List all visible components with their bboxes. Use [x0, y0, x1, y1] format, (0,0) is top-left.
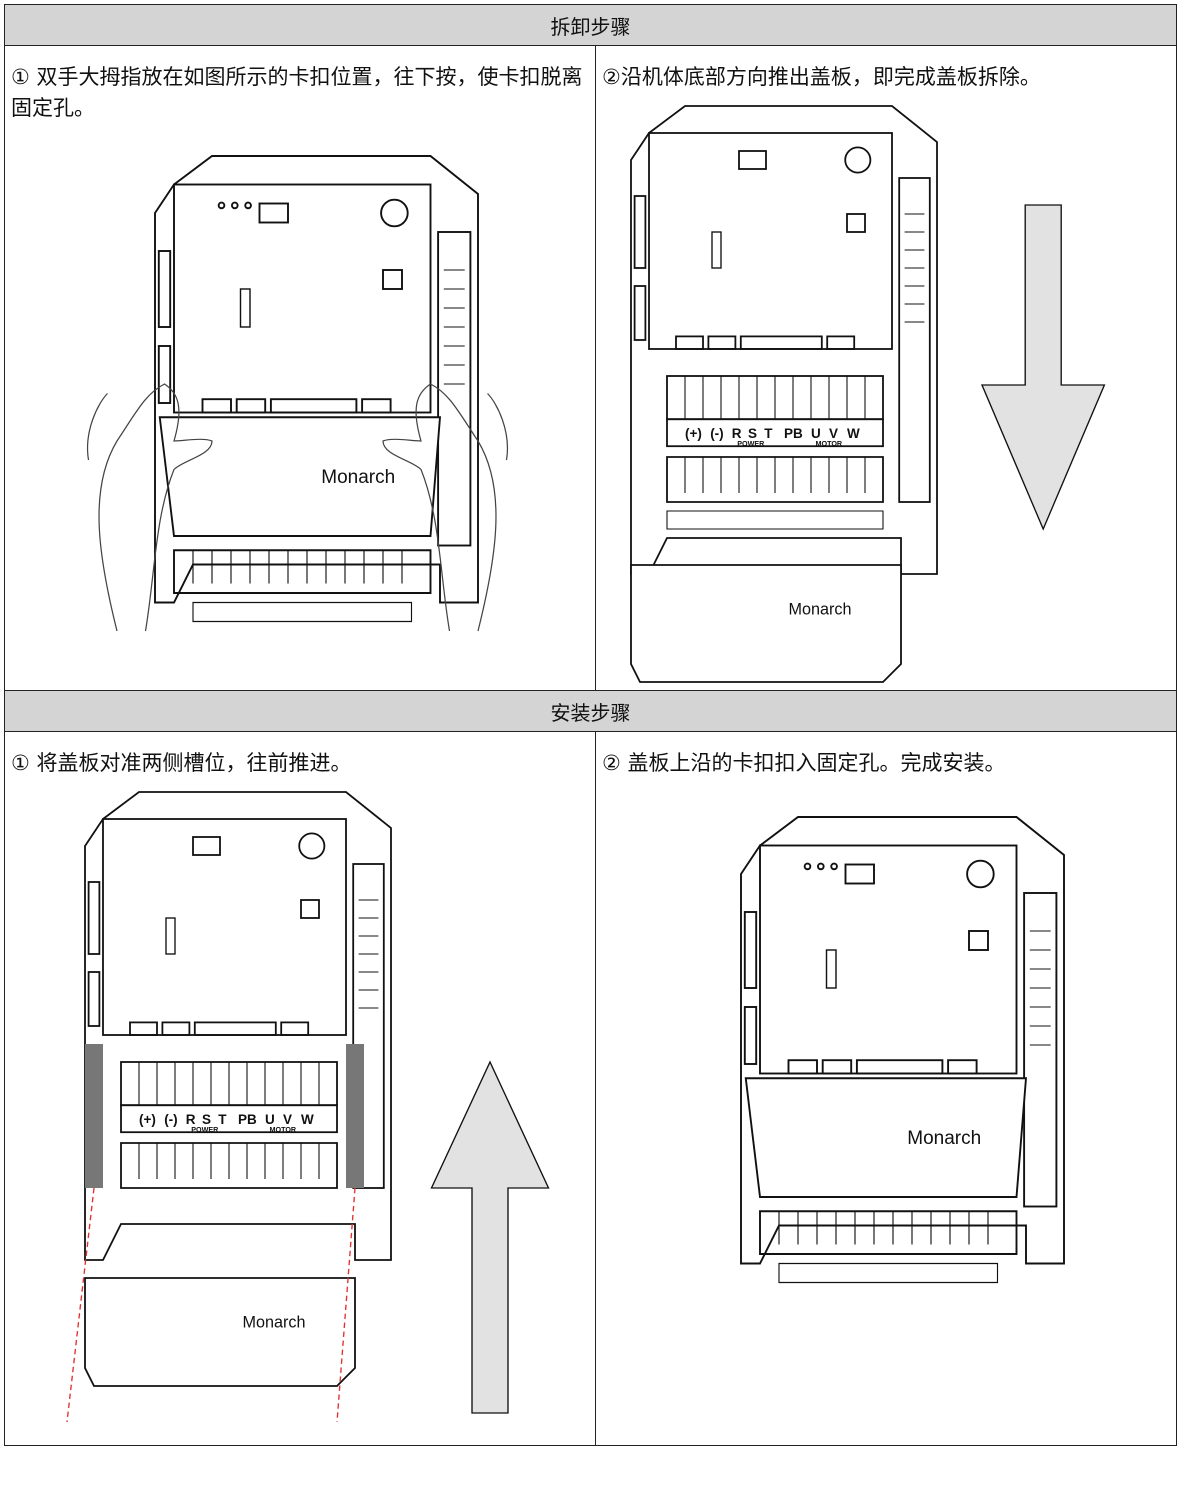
- power-label: POWER: [737, 439, 765, 448]
- terminal-plus: (+): [685, 426, 702, 441]
- terminal-s: S: [202, 1112, 211, 1127]
- cover-plate: [630, 564, 902, 683]
- terminal-w: W: [301, 1112, 314, 1127]
- removal-step1-text: ① 双手大拇指放在如图所示的卡扣位置，往下按，使卡扣脱离固定孔。: [11, 65, 583, 120]
- install-step1-text: ① 将盖板对准两侧槽位，往前推进。: [11, 751, 352, 775]
- terminal-v: V: [283, 1112, 292, 1127]
- terminal-plus: (+): [139, 1112, 156, 1127]
- terminal-w: W: [847, 426, 860, 441]
- removal-step2-text: ②沿机体底部方向推出盖板，即完成盖板拆除。: [602, 65, 1041, 89]
- terminal-u: U: [811, 426, 821, 441]
- terminal-u: U: [265, 1112, 275, 1127]
- terminal-pb: PB: [238, 1112, 257, 1127]
- terminal-t: T: [764, 426, 773, 441]
- instruction-table: 拆卸步骤 ① 双手大拇指放在如图所示的卡扣位置，往下按，使卡扣脱离固定孔。: [4, 4, 1177, 1446]
- terminal-minus: (-): [710, 426, 724, 441]
- left-slot: [85, 1044, 103, 1188]
- cover-brand-label: Monarch: [789, 601, 852, 619]
- power-label: POWER: [191, 1125, 219, 1134]
- removal-step2-cell: ②沿机体底部方向推出盖板，即完成盖板拆除。: [595, 45, 1177, 691]
- terminal-r: R: [186, 1112, 196, 1127]
- removal-step1-cell: ① 双手大拇指放在如图所示的卡扣位置，往下按，使卡扣脱离固定孔。: [4, 45, 596, 691]
- install-step1-cell: ① 将盖板对准两侧槽位，往前推进。: [4, 731, 596, 1446]
- right-slot: [346, 1044, 364, 1188]
- motor-label: MOTOR: [816, 439, 843, 448]
- terminal-minus: (-): [164, 1112, 178, 1127]
- device-body: [740, 816, 1065, 1284]
- terminal-r: R: [732, 426, 742, 441]
- removal-step2-figure: (+) (-) R S T PB U V W POWER MOTOR: [630, 105, 1106, 683]
- install-step2-cell: ② 盖板上沿的卡扣扣入固定孔。完成安装。: [595, 731, 1177, 1446]
- hands-illustration: [86, 383, 509, 632]
- brand-label: Monarch: [321, 467, 395, 488]
- removal-header: 拆卸步骤: [4, 4, 1177, 46]
- cover-brand-label: Monarch: [243, 1314, 306, 1332]
- up-arrow: [430, 1060, 550, 1414]
- brand-label: Monarch: [907, 1128, 981, 1149]
- install-step2-text: ② 盖板上沿的卡扣扣入固定孔。完成安装。: [602, 751, 1006, 775]
- terminal-t: T: [218, 1112, 227, 1127]
- device-body-open: [84, 791, 392, 1261]
- motor-label: MOTOR: [270, 1125, 297, 1134]
- terminal-labels: (+) (-) R S T PB U V W POWER MOTOR: [139, 1112, 314, 1134]
- device-body: [154, 155, 479, 623]
- terminal-pb: PB: [784, 426, 803, 441]
- terminal-labels: (+) (-) R S T PB U V W POWER MOTOR: [685, 426, 860, 448]
- device-body-open: [630, 105, 938, 575]
- alignment-guides: [66, 1187, 356, 1423]
- terminal-s: S: [748, 426, 757, 441]
- install-title: 安装步骤: [550, 700, 631, 725]
- install-header: 安装步骤: [4, 690, 1177, 732]
- cover-plate: [84, 1277, 356, 1387]
- removal-step1-figure: Monarch: [86, 155, 509, 632]
- removal-title: 拆卸步骤: [550, 14, 631, 39]
- terminal-v: V: [829, 426, 838, 441]
- install-step1-figure: (+) (-) R S T PB U V W POWER MOTOR: [66, 791, 550, 1423]
- install-step2-figure: Monarch: [740, 816, 1065, 1284]
- down-arrow: [980, 204, 1106, 531]
